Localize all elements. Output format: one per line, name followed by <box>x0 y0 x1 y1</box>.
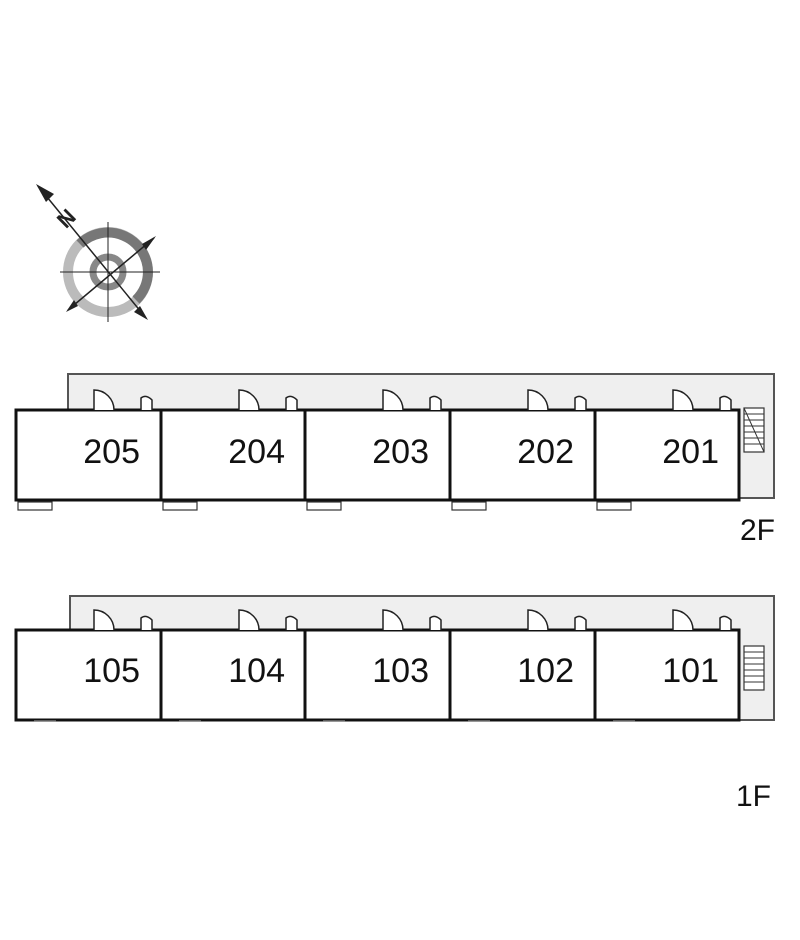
meter-box-icon <box>285 395 298 410</box>
meter-box-icon <box>429 615 442 630</box>
meter-box-icon <box>140 395 153 410</box>
unit-number-204: 204 <box>228 433 285 471</box>
unit-room-104 <box>159 628 308 722</box>
meter-box-icon <box>285 615 298 630</box>
door-icon <box>238 389 260 411</box>
unit-room-201 <box>593 408 741 502</box>
unit-202: 202 <box>448 389 597 511</box>
window-icon <box>596 501 632 511</box>
door-icon <box>382 389 404 411</box>
west-arrow-icon <box>66 300 78 312</box>
window-icon <box>306 501 342 511</box>
unit-201: 201 <box>593 389 741 511</box>
unit-number-105: 105 <box>83 652 140 690</box>
south-arrow-icon <box>134 306 148 320</box>
unit-room-102 <box>448 628 597 722</box>
compass-axis-ns <box>37 185 147 319</box>
door-icon <box>527 609 549 631</box>
compass-axis-ew <box>67 237 155 311</box>
floor-1f-plan: 105 104 103 102 101 1F <box>14 595 775 813</box>
unit-room-204 <box>159 408 308 502</box>
unit-number-201: 201 <box>662 433 719 471</box>
unit-number-205: 205 <box>83 433 140 471</box>
unit-room-101 <box>593 628 741 722</box>
door-icon <box>238 609 260 631</box>
unit-204: 204 <box>159 389 308 511</box>
unit-205: 205 <box>14 389 163 511</box>
unit-room-203 <box>303 408 452 502</box>
unit-number-203: 203 <box>372 433 429 471</box>
door-icon <box>527 389 549 411</box>
door-icon <box>382 609 404 631</box>
unit-203: 203 <box>303 389 452 511</box>
unit-number-102: 102 <box>517 652 574 690</box>
unit-number-104: 104 <box>228 652 285 690</box>
meter-box-icon <box>719 395 732 410</box>
compass-ring-dark-arc <box>76 227 154 304</box>
meter-box-icon <box>574 615 587 630</box>
unit-room-205 <box>14 408 163 502</box>
unit-103: 103 <box>303 609 452 722</box>
compass-rose: N <box>36 184 160 322</box>
unit-room-202 <box>448 408 597 502</box>
window-icon <box>162 501 198 511</box>
floor-2f-plan: 205 204 203 202 201 2F <box>14 373 775 547</box>
stairs-2f-icon <box>743 407 765 453</box>
meter-box-icon <box>574 395 587 410</box>
unit-104: 104 <box>159 609 308 722</box>
door-icon <box>672 389 694 411</box>
north-arrow-icon <box>36 184 54 202</box>
unit-105: 105 <box>14 609 163 722</box>
door-icon <box>93 609 115 631</box>
meter-box-icon <box>429 395 442 410</box>
floor-label-1f: 1F <box>736 780 771 813</box>
unit-number-101: 101 <box>662 652 719 690</box>
unit-101: 101 <box>593 609 741 722</box>
floor-label-2f: 2F <box>740 514 775 547</box>
meter-box-icon <box>140 615 153 630</box>
window-icon <box>451 501 487 511</box>
door-icon <box>93 389 115 411</box>
meter-box-icon <box>719 615 732 630</box>
door-icon <box>672 609 694 631</box>
window-icon <box>17 501 53 511</box>
east-arrow-icon <box>142 236 156 250</box>
unit-room-103 <box>303 628 452 722</box>
unit-number-202: 202 <box>517 433 574 471</box>
stairs-1f-icon <box>743 645 765 691</box>
unit-102: 102 <box>448 609 597 722</box>
unit-number-103: 103 <box>372 652 429 690</box>
